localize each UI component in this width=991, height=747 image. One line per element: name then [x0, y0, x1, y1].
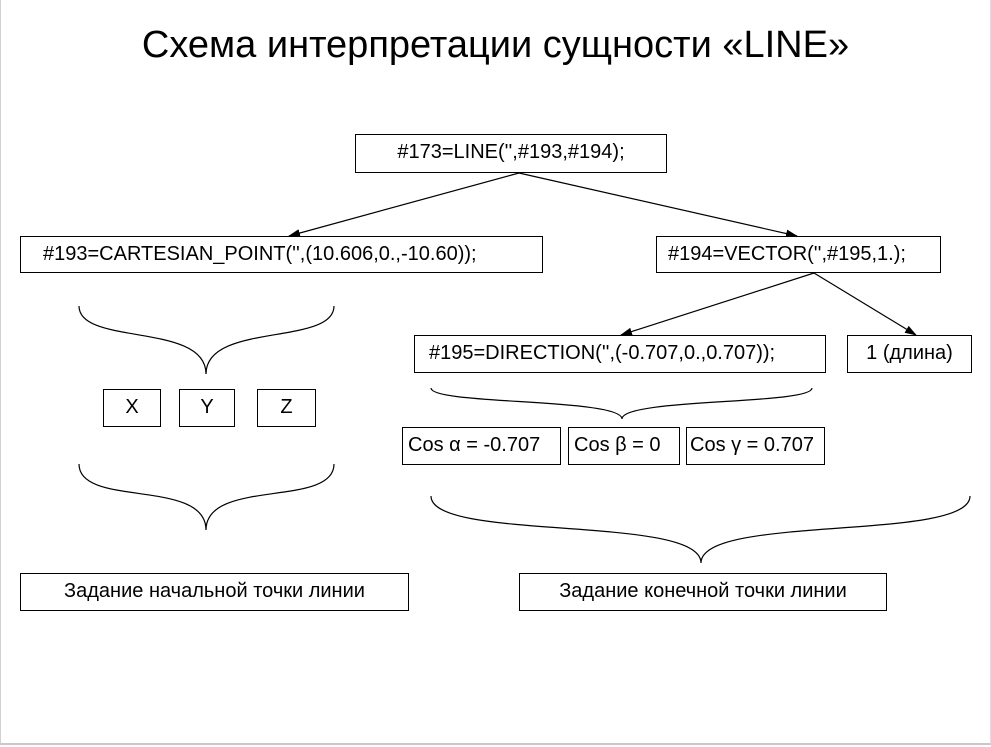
cos-alpha-box: Cos α = -0.707: [402, 427, 561, 465]
vector-node: #194=VECTOR('',#195,1.);: [656, 236, 941, 273]
z-coordinate-box: Z: [257, 389, 316, 427]
x-coordinate-box: X: [103, 389, 161, 427]
cos-gamma-box: Cos γ = 0.707: [686, 427, 825, 465]
start-point-label: Задание начальной точки линии: [20, 573, 409, 611]
line-entity-node: #173=LINE('',#193,#194);: [355, 134, 667, 173]
cos-beta-box: Cos β = 0: [568, 427, 680, 465]
direction-node: #195=DIRECTION('',(-0.707,0.,0.707));: [414, 335, 826, 373]
slide-title: Схема интерпретации сущности «LINE»: [141, 24, 850, 66]
y-coordinate-box: Y: [179, 389, 235, 427]
cartesian-point-node: #193=CARTESIAN_POINT('',(10.606,0.,-10.6…: [20, 236, 543, 273]
length-node: 1 (длина): [847, 335, 972, 373]
end-point-label: Задание конечной точки линии: [519, 573, 887, 611]
